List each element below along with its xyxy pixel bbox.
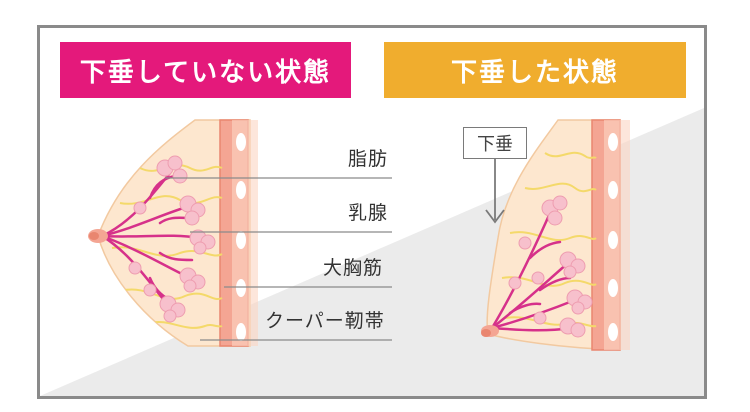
- label-fat: 脂肪: [348, 148, 389, 170]
- breast-normal-ribs: [236, 133, 246, 341]
- breast-anatomy-diagrams: [88, 119, 630, 351]
- header-sagging: 下垂した状態: [384, 42, 686, 98]
- breast-normal-nipple: [88, 229, 108, 243]
- droop-arrow-icon: [485, 159, 505, 224]
- leader-lines: [165, 177, 392, 341]
- breast-normal: [88, 119, 258, 347]
- breast-sagging-fat-lobules: [508, 195, 593, 338]
- breast-normal-fat-lobules: [128, 155, 216, 323]
- breast-sagging-skin: [486, 119, 621, 351]
- breast-sagging-ribs: [608, 133, 618, 341]
- label-mammary-gland: 乳腺: [348, 202, 389, 224]
- label-pectoral-muscle: 大胸筋: [323, 257, 384, 279]
- breast-sagging-nipple: [481, 325, 499, 337]
- breast-sagging: [481, 119, 630, 351]
- label-cooper-ligament: クーパー靭帯: [265, 310, 385, 332]
- breast-normal-rib-strip: [232, 120, 258, 346]
- droop-annotation-box: 下垂: [463, 127, 527, 159]
- header-not-sagging: 下垂していない状態: [60, 42, 351, 98]
- diagram-frame: 下垂していない状態 下垂した状態: [37, 25, 707, 399]
